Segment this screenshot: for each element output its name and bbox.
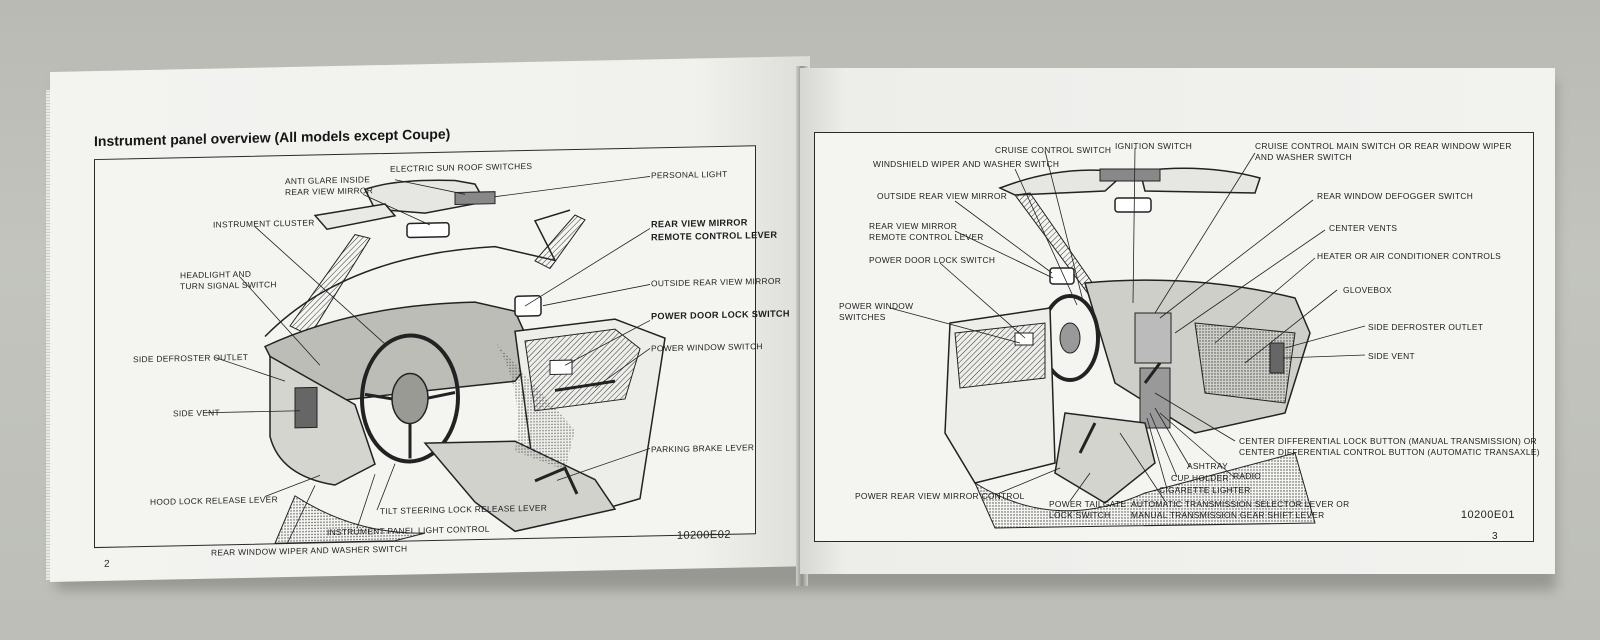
label-headlight-1: HEADLIGHT AND: [180, 268, 252, 281]
left-illustration-frame: ANTI GLARE INSIDE REAR VIEW MIRROR ELECT…: [94, 145, 790, 558]
label-outside-rear-view-mirror-r: OUTSIDE REAR VIEW MIRROR: [877, 191, 1008, 201]
label-cigarette-lighter: CIGARETTE LIGHTER: [1159, 485, 1251, 495]
right-page-number: 3: [1492, 531, 1498, 542]
label-rear-view-mirror-r-2: REMOTE CONTROL LEVER: [869, 232, 984, 242]
label-glovebox: GLOVEBOX: [1343, 285, 1392, 295]
label-parking-brake-lever: PARKING BRAKE LEVER: [651, 442, 755, 455]
label-power-door-lock-switch: POWER DOOR LOCK SWITCH: [651, 308, 790, 322]
left-figure-code: 10200E02: [676, 528, 731, 542]
label-radio: RADIO: [1233, 471, 1262, 481]
label-center-diff-2: CENTER DIFFERENTIAL CONTROL BUTTON (AUTO…: [1239, 447, 1540, 457]
label-power-door-lock-r: POWER DOOR LOCK SWITCH: [869, 255, 996, 265]
label-side-vent-r: SIDE VENT: [1368, 351, 1415, 361]
label-windshield-wiper-washer: WINDSHIELD WIPER AND WASHER SWITCH: [873, 159, 1060, 169]
label-anti-glare-mirror-1: ANTI GLARE INSIDE: [285, 174, 371, 187]
label-rear-view-mirror-2: REMOTE CONTROL LEVER: [651, 229, 778, 243]
label-power-window-switches-1: POWER WINDOW: [839, 301, 914, 311]
right-figure-code: 10200E01: [1460, 509, 1515, 521]
right-page: CRUISE CONTROL SWITCH IGNITION SWITCH CR…: [800, 68, 1555, 574]
label-cruise-control-switch: CRUISE CONTROL SWITCH: [995, 145, 1112, 155]
label-side-vent: SIDE VENT: [173, 407, 220, 419]
label-transmission-1: AUTOMATIC TRANSMISSION SELECTOR LEVER OR: [1131, 499, 1350, 509]
label-heater-ac-controls: HEATER OR AIR CONDITIONER CONTROLS: [1317, 251, 1502, 261]
label-rear-view-mirror-r-1: REAR VIEW MIRROR: [869, 221, 958, 231]
label-personal-light: PERSONAL LIGHT: [651, 168, 728, 181]
label-headlight-2: TURN SIGNAL SWITCH: [180, 279, 277, 292]
label-power-window-switches-2: SWITCHES: [839, 312, 886, 322]
label-rear-view-mirror-1: REAR VIEW MIRROR: [651, 217, 748, 230]
label-side-defroster-outlet-r: SIDE DEFROSTER OUTLET: [1368, 322, 1484, 332]
label-instrument-cluster: INSTRUMENT CLUSTER: [213, 217, 315, 230]
left-page-number: 2: [104, 558, 110, 570]
label-rear-window-wiper-washer: REAR WINDOW WIPER AND WASHER SWITCH: [211, 543, 408, 558]
label-power-rear-view-mirror-control: POWER REAR VIEW MIRROR CONTROL: [855, 491, 1025, 501]
label-ignition-switch: IGNITION SWITCH: [1115, 141, 1193, 151]
left-dashboard-illustration: [205, 176, 666, 545]
label-center-diff-1: CENTER DIFFERENTIAL LOCK BUTTON (MANUAL …: [1239, 436, 1537, 446]
label-outside-rear-view-mirror: OUTSIDE REAR VIEW MIRROR: [651, 275, 782, 289]
right-dashboard-illustration: [889, 147, 1366, 529]
label-cruise-main-switch-1: CRUISE CONTROL MAIN SWITCH OR REAR WINDO…: [1255, 141, 1512, 151]
label-rear-window-defogger: REAR WINDOW DEFOGGER SWITCH: [1317, 191, 1474, 201]
label-power-tailgate-1: POWER TAILGATE: [1049, 499, 1127, 509]
label-ashtray: ASHTRAY: [1187, 461, 1229, 471]
label-transmission-2: MANUAL TRANSMISSION GEAR SHIFT LEVER: [1131, 510, 1325, 520]
label-anti-glare-mirror-2: REAR VIEW MIRROR: [285, 185, 374, 198]
label-cruise-main-switch-2: AND WASHER SWITCH: [1255, 152, 1352, 162]
label-power-tailgate-2: LOCK SWITCH: [1049, 510, 1111, 520]
right-illustration-frame: CRUISE CONTROL SWITCH IGNITION SWITCH CR…: [814, 132, 1540, 542]
left-page: Instrument panel overview (All models ex…: [50, 56, 810, 583]
label-center-vents: CENTER VENTS: [1329, 223, 1398, 233]
left-page-title: Instrument panel overview (All models ex…: [94, 125, 451, 150]
label-cup-holder: CUP HOLDER: [1171, 473, 1229, 483]
